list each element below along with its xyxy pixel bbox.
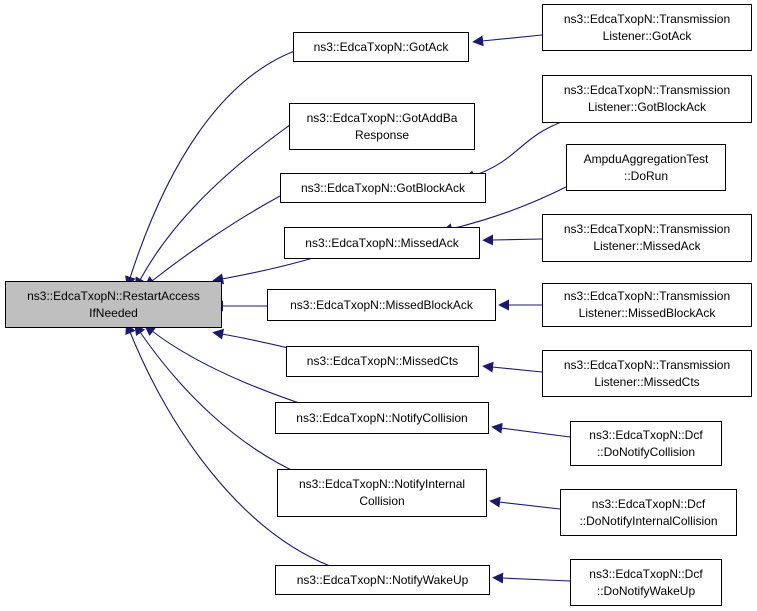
node-label-line: ns3::EdcaTxopN::GotBlockAck: [300, 180, 466, 195]
node-label-line: Listener::MissedBlockAck: [578, 306, 716, 320]
node-notifycollision[interactable]: ns3::EdcaTxopN::NotifyCollision: [275, 402, 489, 434]
node-dcf-donotifyinternalcollision[interactable]: ns3::EdcaTxopN::Dcf ::DoNotifyInternalCo…: [560, 489, 737, 536]
node-label-line: ns3::EdcaTxopN::Dcf: [591, 496, 706, 511]
node-missedcts[interactable]: ns3::EdcaTxopN::MissedCts: [286, 346, 479, 377]
edge-tl-missedack-to-missedack: [482, 234, 543, 246]
node-label-line: Collision: [359, 494, 405, 508]
node-transmission-listener-gotblockack[interactable]: ns3::EdcaTxopN::Transmission Listener::G…: [542, 75, 752, 123]
node-dcf-donotifywakeup[interactable]: ns3::EdcaTxopN::Dcf ::DoNotifyWakeUp: [570, 559, 722, 606]
node-restart-access-if-needed: ns3::EdcaTxopN::RestartAccess IfNeeded: [5, 281, 222, 328]
node-label-line: ns3::EdcaTxopN::GotAddBa: [306, 110, 458, 125]
node-label-line: ns3::EdcaTxopN::NotifyWakeUp: [296, 572, 469, 587]
node-label-line: Response: [354, 127, 410, 142]
edge-gotblockack-to-root: [144, 194, 283, 288]
edge-tl-gotack-to-gotack: [472, 34, 543, 47]
edge-tl-gotblockack-to-gotblockack: [463, 118, 571, 181]
node-dcf-donotifycollision[interactable]: ns3::EdcaTxopN::Dcf ::DoNotifyCollision: [570, 421, 722, 466]
node-label-line: Listener::GotAck: [602, 28, 692, 43]
edge-notifycollision-to-root: [144, 324, 306, 406]
node-transmission-listener-gotack[interactable]: ns3::EdcaTxopN::Transmission Listener::G…: [542, 4, 752, 51]
edge-gotack-to-root: [125, 47, 304, 288]
node-label-line: Listener::MissedCts: [594, 374, 700, 389]
node-missedblockack[interactable]: ns3::EdcaTxopN::MissedBlockAck: [267, 289, 496, 321]
node-label-line: ::DoRun: [623, 168, 669, 183]
edge-dcf-wakeup-to-notifywakeup: [492, 572, 571, 584]
node-label-line: ns3::EdcaTxopN::MissedAck: [305, 235, 459, 250]
node-label-line: Listener::MissedAck: [593, 239, 701, 253]
node-transmission-listener-missedcts[interactable]: ns3::EdcaTxopN::Transmission Listener::M…: [542, 350, 752, 397]
node-label-line: ns3::EdcaTxopN::RestartAccess: [27, 288, 200, 303]
node-label-line: Listener::GotBlockAck: [587, 100, 707, 114]
node-transmission-listener-missedblockack[interactable]: ns3::EdcaTxopN::Transmission Listener::M…: [542, 283, 752, 327]
node-label-line: ns3::EdcaTxopN::MissedBlockAck: [290, 297, 473, 312]
node-label-line: ns3::EdcaTxopN::MissedCts: [306, 354, 459, 368]
node-notifywakeup[interactable]: ns3::EdcaTxopN::NotifyWakeUp: [275, 565, 490, 595]
node-gotack[interactable]: ns3::EdcaTxopN::GotAck: [293, 32, 469, 62]
edge-tl-missedcts-to-missedcts: [482, 361, 543, 373]
node-label-line: IfNeeded: [89, 305, 138, 320]
node-gotaddba-response[interactable]: ns3::EdcaTxopN::GotAddBa Response: [289, 103, 475, 150]
node-label-line: ns3::EdcaTxopN::Transmission: [563, 83, 731, 97]
node-label-line: ns3::EdcaTxopN::Transmission: [563, 357, 731, 372]
node-label-line: ns3::EdcaTxopN::NotifyCollision: [296, 410, 468, 425]
edge-missedack-to-root: [212, 255, 321, 285]
node-transmission-listener-missedack[interactable]: ns3::EdcaTxopN::Transmission Listener::M…: [542, 214, 752, 262]
node-label-line: ::DoNotifyCollision: [596, 444, 696, 459]
node-label-line: ns3::EdcaTxopN::Dcf: [589, 427, 703, 442]
edge-gotaddba-to-root: [135, 124, 291, 289]
node-label-line: ns3::EdcaTxopN::Transmission: [563, 11, 731, 26]
node-label-line: ::DoNotifyInternalCollision: [579, 513, 718, 528]
node-missedack[interactable]: ns3::EdcaTxopN::MissedAck: [284, 227, 480, 259]
node-label-line: ns3::EdcaTxopN::NotifyInternal: [298, 477, 466, 491]
node-gotblockack[interactable]: ns3::EdcaTxopN::GotBlockAck: [280, 173, 486, 203]
node-notifyinternal-collision[interactable]: ns3::EdcaTxopN::NotifyInternal Collision: [277, 469, 487, 517]
edge-ampdu-to-missedack: [441, 185, 569, 235]
node-label-line: ns3::EdcaTxopN::Transmission: [563, 222, 731, 236]
node-label-line: ::DoNotifyWakeUp: [596, 583, 696, 598]
node-label-line: ns3::EdcaTxopN::Dcf: [589, 566, 703, 581]
edge-notifywakeup-to-root: [125, 322, 331, 567]
edge-notifyinternal-to-root: [134, 323, 301, 475]
edge-dcf-collision-to-notifycollision: [491, 422, 571, 438]
node-ampdu-aggregation-test-dorun[interactable]: AmpduAggregationTest ::DoRun: [566, 144, 726, 191]
node-label-line: ns3::EdcaTxopN::Transmission: [563, 289, 731, 303]
node-label-line: ns3::EdcaTxopN::GotAck: [313, 39, 449, 54]
node-label-line: AmpduAggregationTest: [583, 151, 709, 166]
edge-dcf-internal-to-notifyinternal: [489, 496, 561, 510]
